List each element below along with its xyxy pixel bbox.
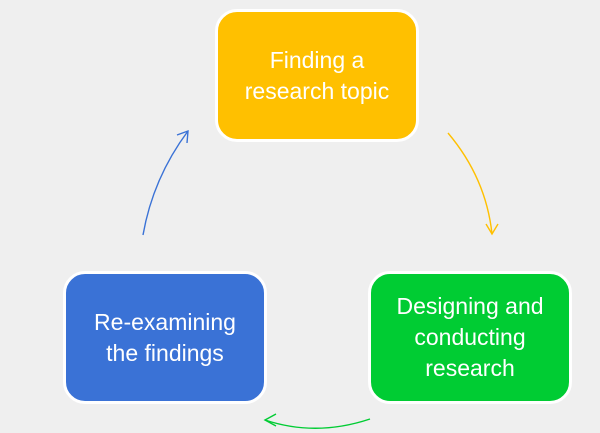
arrow-right-to-left xyxy=(263,413,371,429)
arrow-top-to-right xyxy=(447,132,499,236)
node-label-finding-research-topic: Finding a research topic xyxy=(244,46,390,104)
arrow-left-to-top xyxy=(142,129,189,236)
node-re-examining-findings: Re-examining the findings xyxy=(63,271,267,404)
node-finding-research-topic: Finding a research topic xyxy=(215,9,419,142)
node-label-re-examining-findings: Re-examining the findings xyxy=(94,308,236,366)
node-designing-conducting-research: Designing and conducting research xyxy=(368,271,572,404)
node-label-designing-conducting-research: Designing and conducting research xyxy=(396,293,544,381)
